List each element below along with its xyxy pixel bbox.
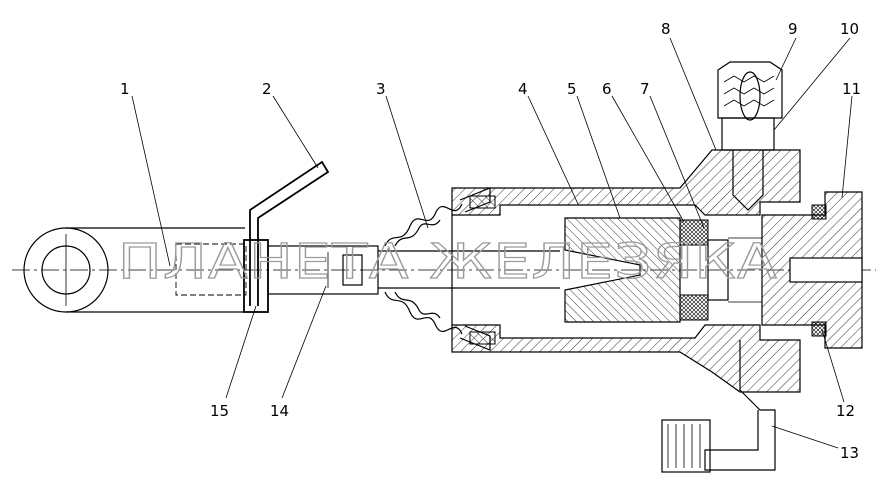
callout-8: 8 bbox=[661, 20, 671, 38]
cylinder-body bbox=[451, 149, 801, 393]
pushrod bbox=[175, 239, 560, 313]
callout-3: 3 bbox=[376, 80, 386, 98]
callouts: 1 2 3 4 5 6 7 8 9 10 11 12 13 14 15 bbox=[120, 20, 861, 462]
rod-eye bbox=[23, 227, 245, 313]
callout-5: 5 bbox=[567, 80, 577, 98]
outlet-fitting bbox=[661, 340, 776, 473]
callout-4: 4 bbox=[518, 80, 528, 98]
callout-11: 11 bbox=[842, 80, 861, 98]
bleed-valve bbox=[717, 61, 783, 211]
end-plug bbox=[761, 191, 863, 349]
callout-15: 15 bbox=[210, 402, 229, 420]
leader-lines bbox=[131, 37, 853, 449]
callout-12: 12 bbox=[836, 402, 855, 420]
callout-2: 2 bbox=[262, 80, 272, 98]
retaining-wire bbox=[249, 160, 330, 306]
watermark: ПЛАНЕТА ЖЕЛЕЗЯКА bbox=[118, 234, 778, 290]
callout-6: 6 bbox=[602, 80, 612, 98]
callout-1: 1 bbox=[120, 80, 130, 98]
piston bbox=[564, 217, 762, 323]
callout-9: 9 bbox=[788, 20, 798, 38]
callout-14: 14 bbox=[270, 402, 289, 420]
callout-10: 10 bbox=[840, 20, 859, 38]
callout-13: 13 bbox=[840, 444, 859, 462]
callout-7: 7 bbox=[640, 80, 650, 98]
